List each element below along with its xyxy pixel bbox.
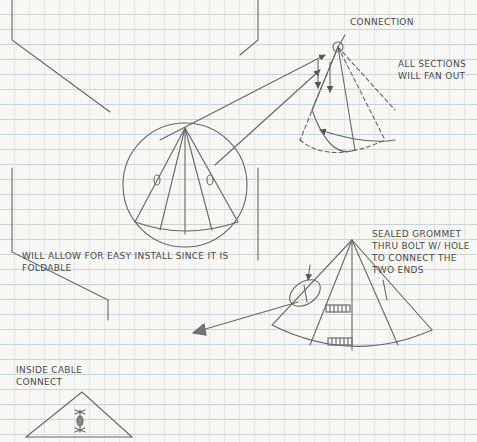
sketch-note: WILL ALLOW FOR EASY INSTALL SINCE IT IS …	[22, 250, 242, 274]
sketch-note: CONNECTION	[350, 16, 440, 28]
sketch-note: SEALED GROMMET THRU BOLT W/ HOLE TO CONN…	[372, 228, 474, 276]
sketch-note: INSIDE CABLE CONNECT	[16, 364, 96, 388]
sketch-note: ALL SECTIONS WILL FAN OUT	[398, 58, 472, 82]
